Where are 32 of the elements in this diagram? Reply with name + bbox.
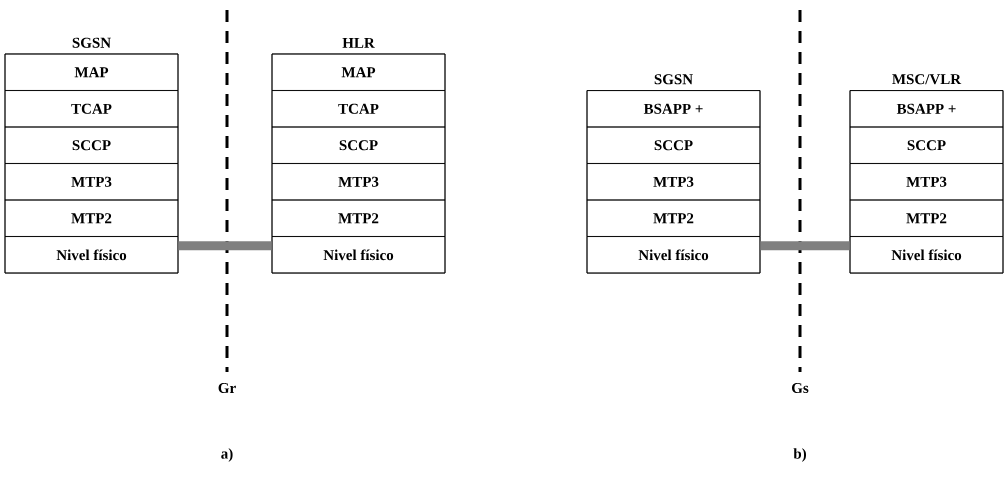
interface-label: Gr bbox=[218, 382, 236, 394]
layer-box: MTP2 bbox=[4, 199, 179, 237]
layer-box: Nivel físico bbox=[586, 236, 761, 274]
stack-heading: HLR bbox=[342, 38, 375, 48]
layer-box: TCAP bbox=[4, 90, 179, 128]
layer-box: MTP2 bbox=[586, 199, 761, 237]
interface-label: Gs bbox=[792, 382, 809, 394]
layer-box: Nivel físico bbox=[849, 236, 1004, 274]
stack-heading: SGSN bbox=[72, 37, 111, 48]
layer-box: BSAPP + bbox=[849, 90, 1004, 128]
layer-box: MTP3 bbox=[271, 163, 446, 201]
layer-box: SCCP bbox=[586, 126, 761, 164]
layer-box: Nivel físico bbox=[4, 236, 179, 274]
interface-label: a) bbox=[221, 448, 233, 462]
interface-label: b) bbox=[793, 448, 806, 462]
stack-heading: MSC/VLR bbox=[892, 74, 962, 85]
layer-box: MTP2 bbox=[271, 199, 446, 237]
stack-heading: SGSN bbox=[654, 74, 693, 85]
layer-box: MTP2 bbox=[849, 199, 1004, 237]
layer-box: SCCP bbox=[4, 126, 179, 164]
layer-box: SCCP bbox=[849, 126, 1004, 164]
layer-box: Nivel físico bbox=[271, 236, 446, 274]
link-bar bbox=[760, 241, 850, 251]
layer-box: SCCP bbox=[271, 126, 446, 164]
layer-box: MAP bbox=[4, 53, 179, 91]
link-bar bbox=[178, 241, 272, 251]
layer-box: BSAPP + bbox=[586, 90, 761, 128]
layer-box: MAP bbox=[271, 53, 446, 91]
layer-box: MTP3 bbox=[849, 163, 1004, 201]
layer-box: MTP3 bbox=[586, 163, 761, 201]
layer-box: MTP3 bbox=[4, 163, 179, 201]
layer-box: TCAP bbox=[271, 90, 446, 128]
